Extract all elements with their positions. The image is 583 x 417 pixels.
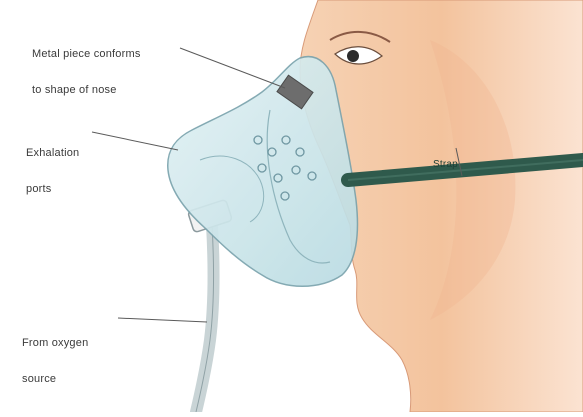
label-oxygen-source: From oxygen source bbox=[22, 313, 88, 409]
leader-oxygen bbox=[118, 318, 207, 322]
label-metal-piece: Metal piece conforms to shape of nose bbox=[32, 24, 141, 120]
oxygen-tube bbox=[196, 225, 214, 412]
leader-exhalation bbox=[92, 132, 178, 150]
label-strap: Strap bbox=[433, 135, 458, 195]
label-exhalation-ports: Exhalation ports bbox=[26, 123, 79, 219]
leader-metal-piece bbox=[180, 48, 285, 88]
